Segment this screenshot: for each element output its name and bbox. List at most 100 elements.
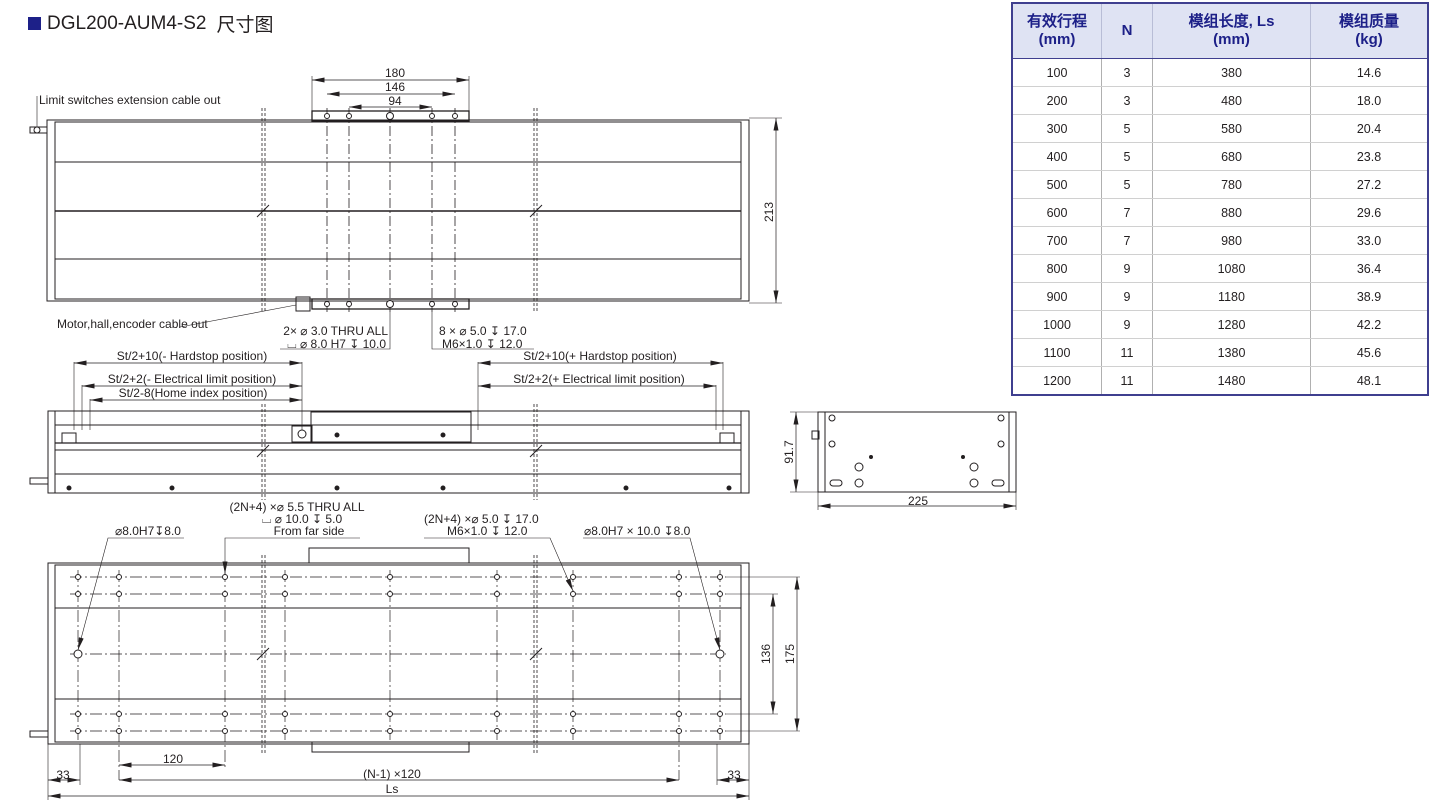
- cell-length: 1180: [1152, 282, 1311, 311]
- cell-n: 9: [1101, 254, 1153, 283]
- thru-note-1: (2N+4) ×⌀ 5.5 THRU ALL: [229, 500, 364, 514]
- cell-stroke: 1000: [1012, 310, 1102, 339]
- cell-n: 5: [1101, 142, 1153, 171]
- header-n: N: [1101, 3, 1153, 59]
- cell-n: 9: [1101, 310, 1153, 339]
- cell-stroke: 500: [1012, 170, 1102, 199]
- dim-33-right: 33: [727, 768, 741, 782]
- header-mass: 模组质量(kg): [1310, 3, 1428, 59]
- bottom-view: [29, 537, 800, 800]
- dim-175: 175: [783, 644, 797, 664]
- cell-mass: 27.2: [1310, 170, 1428, 199]
- pos-hardstop-label: St/2+10(+ Hardstop position): [523, 349, 676, 363]
- cell-stroke: 1100: [1012, 338, 1102, 367]
- tap-note-1: (2N+4) ×⌀ 5.0 ↧ 17.0: [424, 512, 539, 526]
- cell-length: 1380: [1152, 338, 1311, 367]
- hole-note-right-2: M6×1.0 ↧ 12.0: [442, 337, 523, 351]
- pin-left-label: ⌀8.0H7↧8.0: [115, 524, 181, 538]
- dim-33-left: 33: [56, 768, 70, 782]
- hole-note-left-2: ⌴ ⌀ 8.0 H7 ↧ 10.0: [287, 337, 386, 351]
- cell-n: 3: [1101, 86, 1153, 115]
- dim-225: 225: [908, 494, 928, 508]
- cell-length: 880: [1152, 198, 1311, 227]
- limit-switch-cable-label: Limit switches extension cable out: [39, 93, 221, 107]
- cell-length: 480: [1152, 86, 1311, 115]
- header-length: 模组长度, Ls(mm): [1152, 3, 1311, 59]
- cell-length: 680: [1152, 142, 1311, 171]
- tap-note-2: M6×1.0 ↧ 12.0: [447, 524, 528, 538]
- thru-note-3: From far side: [274, 524, 345, 538]
- title-suffix: 尺寸图: [216, 15, 274, 36]
- cell-stroke: 700: [1012, 226, 1102, 255]
- cell-mass: 14.6: [1310, 58, 1428, 87]
- pos-elec-limit-label: St/2+2(+ Electrical limit position): [513, 372, 684, 386]
- dim-180: 180: [385, 66, 405, 80]
- cell-n: 3: [1101, 58, 1153, 87]
- pin-right-label: ⌀8.0H7 × 10.0 ↧8.0: [584, 524, 691, 538]
- cell-mass: 33.0: [1310, 226, 1428, 255]
- home-index-label: St/2-8(Home index position): [119, 386, 268, 400]
- cell-n: 9: [1101, 282, 1153, 311]
- cell-n: 11: [1101, 366, 1153, 395]
- cell-n: 5: [1101, 170, 1153, 199]
- dim-120: 120: [163, 752, 183, 766]
- cell-n: 11: [1101, 338, 1153, 367]
- cell-stroke: 300: [1012, 114, 1102, 143]
- dim-pitch: (N-1) ×120: [363, 767, 421, 781]
- neg-hardstop-label: St/2+10(- Hardstop position): [117, 349, 267, 363]
- cell-stroke: 400: [1012, 142, 1102, 171]
- cell-length: 980: [1152, 226, 1311, 255]
- header-stroke: 有效行程(mm): [1012, 3, 1102, 59]
- dim-94: 94: [388, 94, 402, 108]
- dim-146: 146: [385, 80, 405, 94]
- cell-stroke: 600: [1012, 198, 1102, 227]
- cell-length: 580: [1152, 114, 1311, 143]
- cell-mass: 38.9: [1310, 282, 1428, 311]
- neg-elec-limit-label: St/2+2(- Electrical limit position): [108, 372, 276, 386]
- cell-mass: 29.6: [1310, 198, 1428, 227]
- cell-mass: 20.4: [1310, 114, 1428, 143]
- hole-note-right-1: 8 × ⌀ 5.0 ↧ 17.0: [439, 324, 527, 338]
- cell-n: 7: [1101, 198, 1153, 227]
- cell-stroke: 800: [1012, 254, 1102, 283]
- dim-213: 213: [762, 202, 776, 222]
- top-view: [29, 76, 782, 350]
- cell-stroke: 1200: [1012, 366, 1102, 395]
- cell-n: 7: [1101, 226, 1153, 255]
- title-marker-icon: [28, 17, 41, 30]
- cell-stroke: 100: [1012, 58, 1102, 87]
- cell-length: 1480: [1152, 366, 1311, 395]
- motor-cable-label: Motor,hall,encoder cable out: [57, 317, 208, 331]
- cell-mass: 48.1: [1356, 373, 1382, 388]
- dim-136: 136: [759, 644, 773, 664]
- thru-note-2: ⌴ ⌀ 10.0 ↧ 5.0: [262, 512, 343, 526]
- cell-length: 380: [1152, 58, 1311, 87]
- dim-ls: Ls: [386, 782, 399, 796]
- cell-length: 1080: [1152, 254, 1311, 283]
- cell-mass: 18.0: [1310, 86, 1428, 115]
- cell-stroke: 200: [1012, 86, 1102, 115]
- cell-length: 780: [1152, 170, 1311, 199]
- cell-stroke: 900: [1012, 282, 1102, 311]
- cell-length: 1280: [1152, 310, 1311, 339]
- title-model: DGL200-AUM4-S2: [47, 12, 207, 34]
- cell-mass: 36.4: [1310, 254, 1428, 283]
- cell-mass: 42.2: [1310, 310, 1428, 339]
- hole-note-left-1: 2× ⌀ 3.0 THRU ALL: [283, 324, 388, 338]
- cell-n: 5: [1101, 114, 1153, 143]
- page-title: DGL200-AUM4-S2 尺寸图: [28, 10, 273, 37]
